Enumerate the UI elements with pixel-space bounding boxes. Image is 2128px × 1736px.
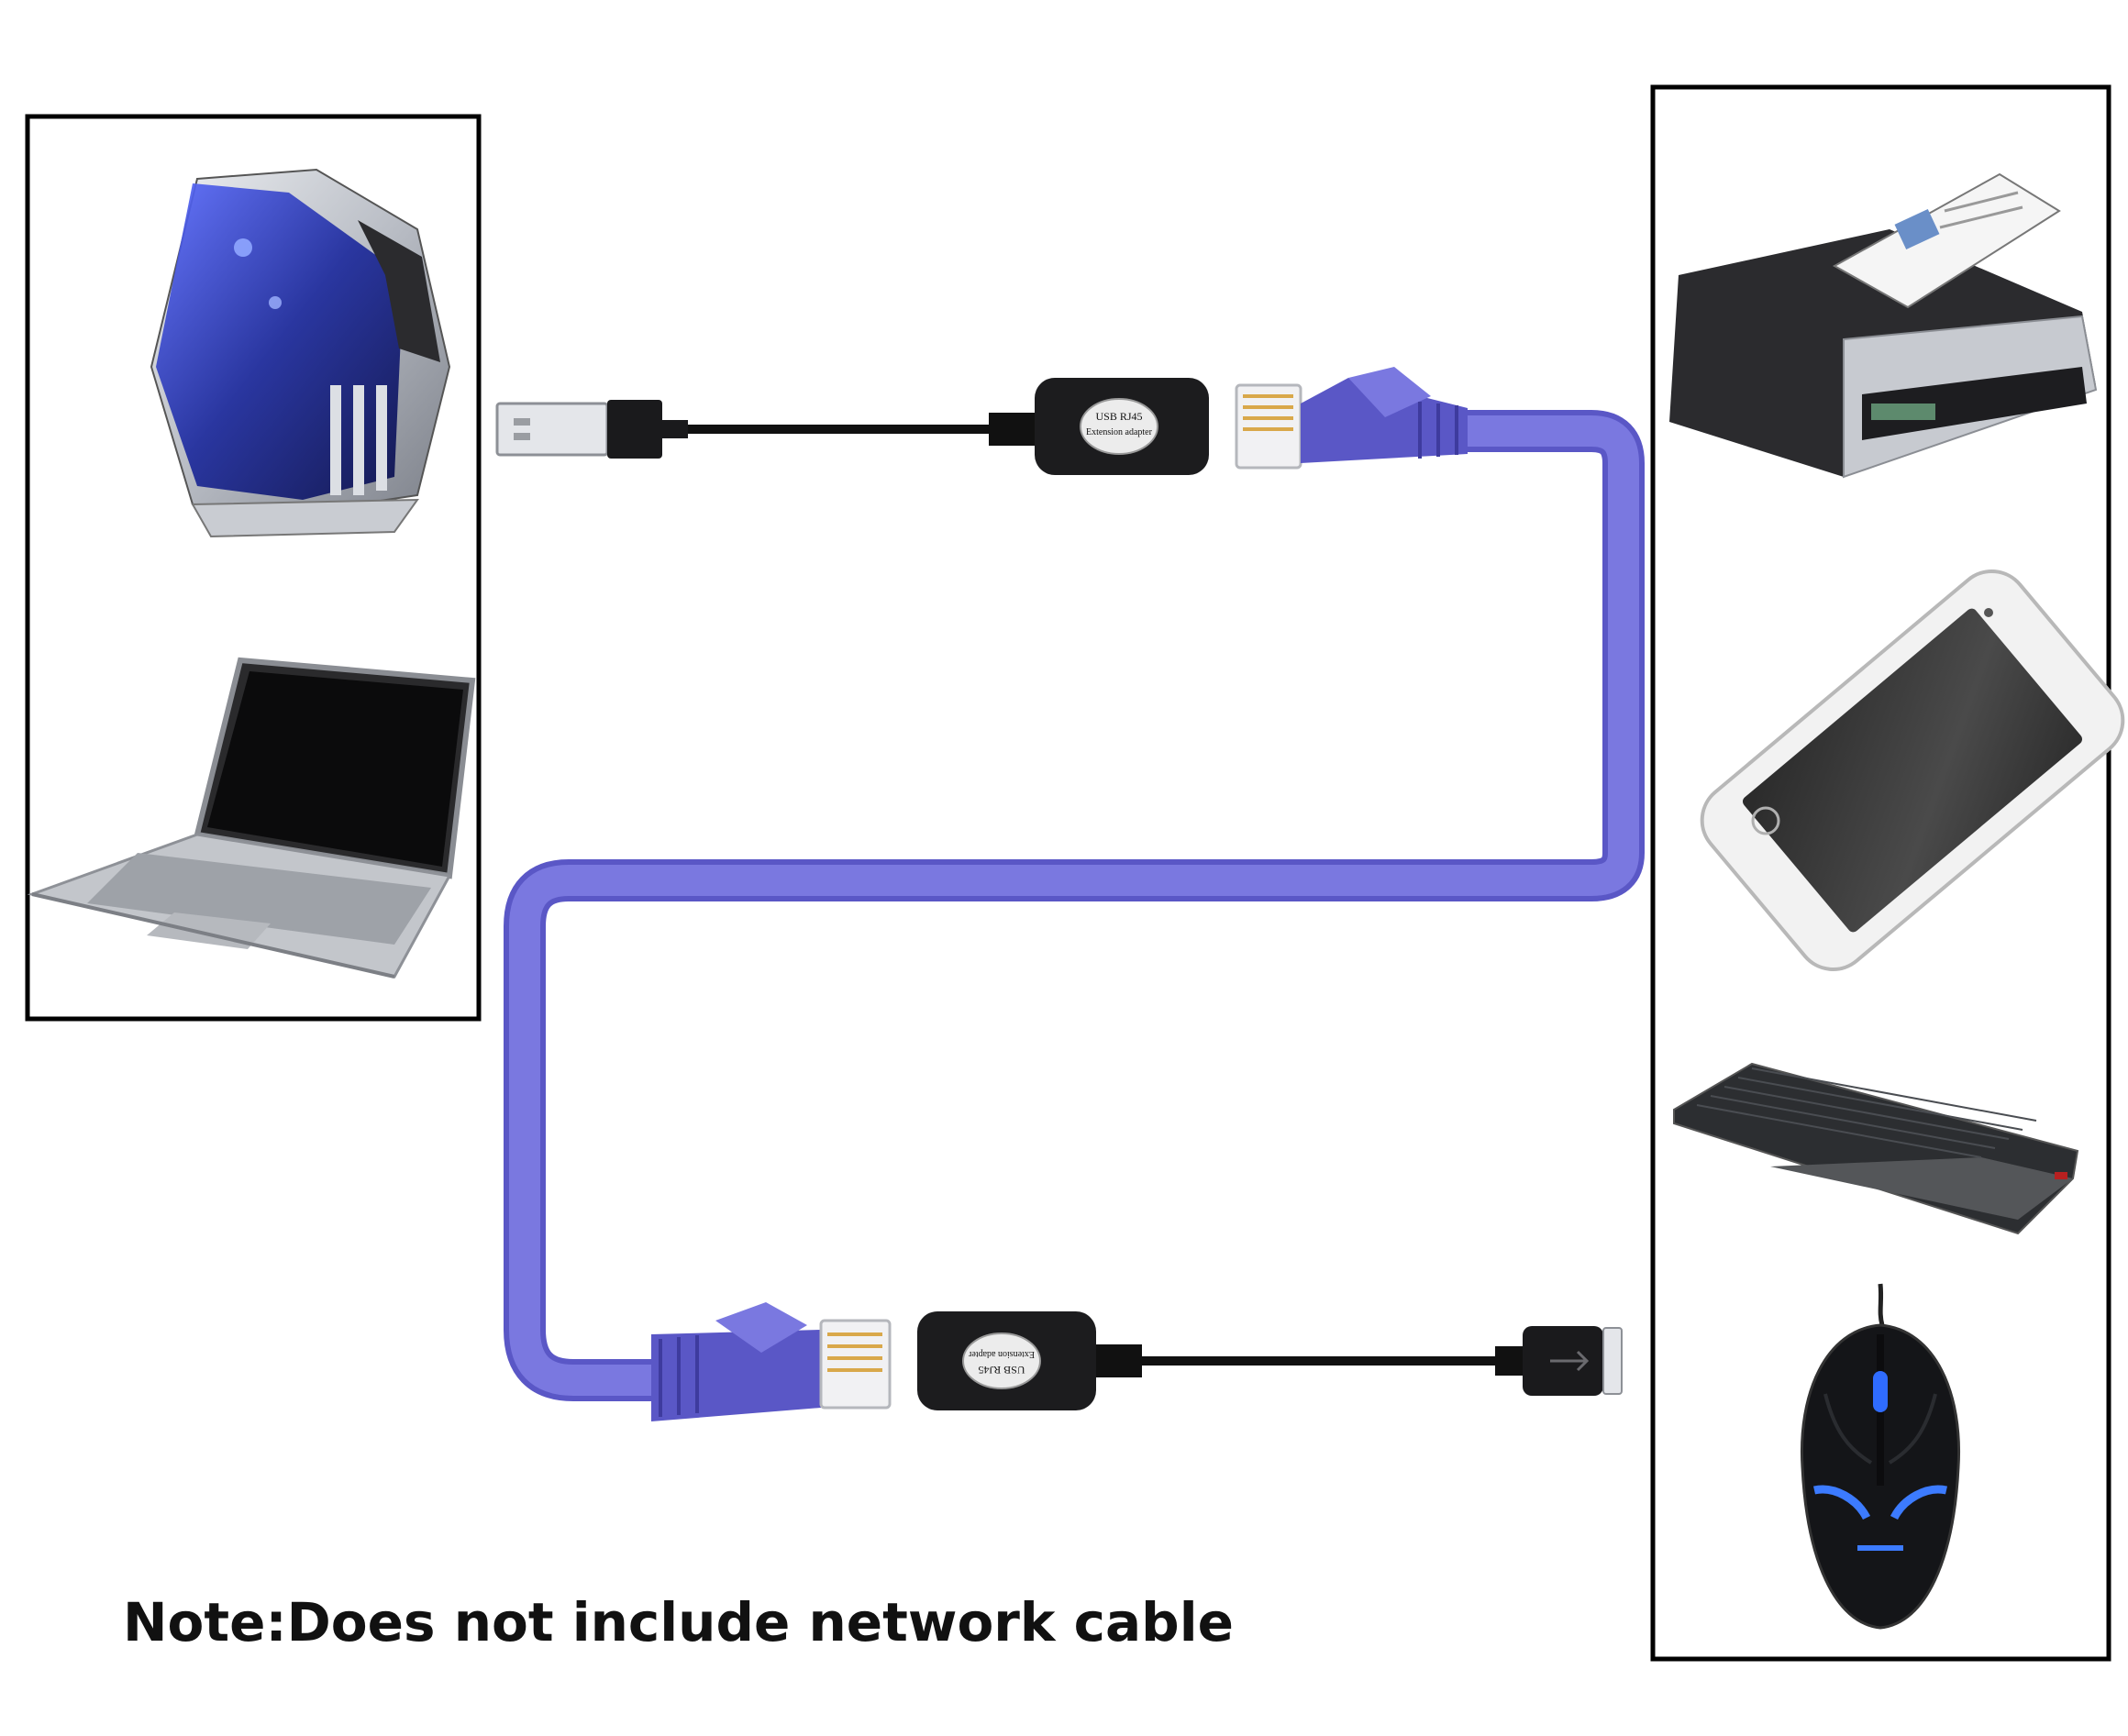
extension-adapter-top: USB RJ45 Extension adapter [1035,378,1209,475]
laptop-icon [27,657,476,979]
peripheral-devices-frame [1650,84,2125,1662]
adapter-top-label-line1: USB RJ45 [1095,410,1142,423]
rj45-plug-top [1235,367,1468,470]
desktop-pc-icon [150,168,451,538]
smartphone-icon [1700,569,2125,971]
usb-female-connector [1495,1326,1623,1396]
adapter-top-label-line2: Extension adapter [1086,427,1153,437]
note-text: Note:Does not include network cable [123,1591,1234,1653]
printer-scanner-icon [1669,172,2098,479]
usb-male-connector [495,400,688,459]
rj45-plug-bottom [651,1302,892,1421]
network-cable [504,410,1645,1401]
adapter-bottom-label-line2: Extension adapter [968,1349,1035,1359]
keyboard-icon [1673,1062,2079,1235]
mouse-icon [1800,1283,1961,1630]
host-devices-frame [25,114,482,1022]
adapter-bottom-label-line1: USB RJ45 [978,1364,1025,1377]
extension-adapter-bottom: USB RJ45 Extension adapter [917,1311,1096,1410]
